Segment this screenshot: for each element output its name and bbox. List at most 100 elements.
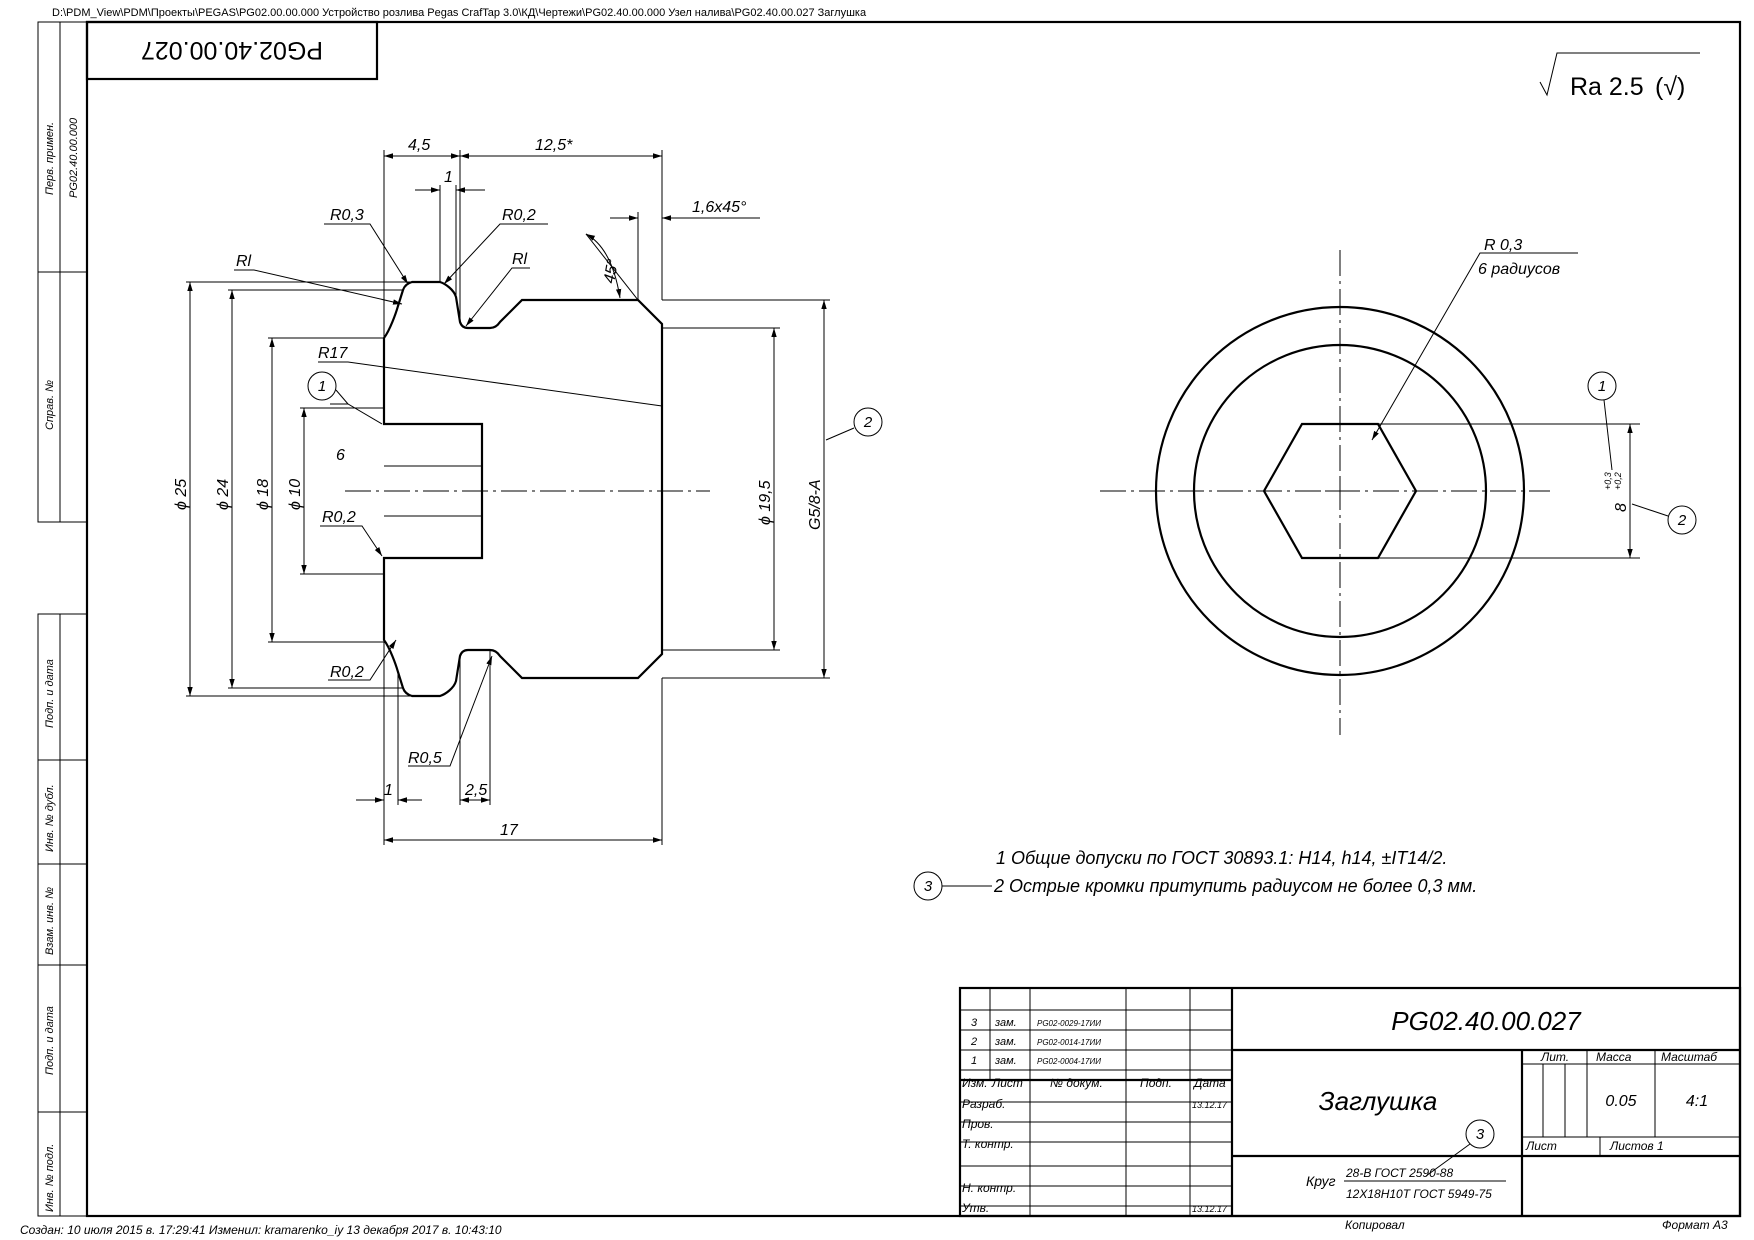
technical-notes: 1 Общие допуски по ГОСТ 30893.1: H14, h1… xyxy=(913,848,1477,901)
svg-text:Дата: Дата xyxy=(1192,1076,1226,1090)
svg-text:(√): (√) xyxy=(1655,73,1685,101)
rev-2-kind: зам. xyxy=(994,1036,1017,1048)
svg-text:R0,2: R0,2 xyxy=(322,509,356,526)
svg-text:Листов 1: Листов 1 xyxy=(1609,1139,1664,1153)
svg-text:0.05: 0.05 xyxy=(1605,1093,1636,1110)
strip-inv-dubl: Инв. № дубл. xyxy=(44,784,56,852)
rev-1-num: 1 xyxy=(971,1055,977,1067)
svg-text:13.12.17: 13.12.17 xyxy=(1192,1100,1228,1110)
svg-text:Ra 2.5: Ra 2.5 xyxy=(1570,73,1644,101)
mirrored-code-box: PG02.40.00.027 xyxy=(85,20,379,81)
strip-perv: Перв. примен. xyxy=(44,122,56,195)
sheet-frame xyxy=(85,20,1742,1218)
svg-text:R17: R17 xyxy=(318,345,348,362)
strip-podp-data-2: Подп. и дата xyxy=(44,1006,56,1075)
title-name: Заглушка xyxy=(1319,1086,1438,1116)
svg-text:3: 3 xyxy=(1476,1126,1485,1143)
radius-leaders: R0,3 R0,2 Rl Rl R17 R0,2 R0,2 R0,5 6 xyxy=(234,207,663,767)
balloon-2b: 2 xyxy=(1631,503,1697,535)
balloon-1b: 1 xyxy=(1587,371,1617,471)
svg-text:Масштаб: Масштаб xyxy=(1661,1050,1718,1064)
svg-text:R0,3: R0,3 xyxy=(330,207,364,224)
strip-sprav: Справ. № xyxy=(44,380,56,430)
roughness-symbol: Ra 2.5 (√) xyxy=(1539,52,1700,101)
svg-text:Лист: Лист xyxy=(991,1076,1023,1090)
left-strip: Перв. примен. PG02.40.00.000 Справ. № По… xyxy=(37,21,88,1217)
svg-text:2: 2 xyxy=(863,414,873,431)
svg-text:Изм.: Изм. xyxy=(962,1076,988,1090)
svg-text:12,5*: 12,5* xyxy=(535,137,573,154)
length-dimensions: 4,5 12,5* 1 1,6x45° 45° 1 2,5 17 xyxy=(356,137,760,845)
svg-text:R0,2: R0,2 xyxy=(502,207,536,224)
svg-text:R 0,3: R 0,3 xyxy=(1484,237,1522,254)
svg-text:Rl: Rl xyxy=(512,251,528,268)
rev-2-num: 2 xyxy=(970,1036,977,1048)
rev-1-doc: PG02-0004-17ИИ xyxy=(1037,1057,1101,1066)
svg-text:1: 1 xyxy=(1598,378,1606,395)
svg-text:PG02.40.00.027: PG02.40.00.027 xyxy=(141,36,323,64)
svg-text:6 радиусов: 6 радиусов xyxy=(1478,261,1560,278)
svg-text:G5/8-A: G5/8-A xyxy=(807,479,824,530)
svg-text:R0,2: R0,2 xyxy=(330,664,364,681)
file-path: D:\PDM_View\PDM\Проекты\PEGAS\PG02.00.00… xyxy=(52,7,867,19)
svg-text:8: 8 xyxy=(1613,503,1630,512)
end-view: R 0,3 6 радиусов 8 +0,3 +0,2 xyxy=(1100,237,1640,735)
svg-text:+0,3: +0,3 xyxy=(1603,472,1613,490)
svg-text:28-В ГОСТ 2590-88: 28-В ГОСТ 2590-88 xyxy=(1345,1166,1453,1180)
svg-text:ϕ 18: ϕ 18 xyxy=(255,479,272,510)
rev-2-doc: PG02-0014-17ИИ xyxy=(1037,1038,1101,1047)
svg-text:17: 17 xyxy=(500,822,519,839)
svg-text:ϕ 10: ϕ 10 xyxy=(287,479,304,510)
svg-text:1,6x45°: 1,6x45° xyxy=(692,199,747,216)
section-view xyxy=(382,280,664,698)
svg-text:12Х18Н10Т ГОСТ 5949-75: 12Х18Н10Т ГОСТ 5949-75 xyxy=(1346,1187,1492,1201)
svg-text:Rl: Rl xyxy=(236,253,252,270)
note-1: 1 Общие допуски по ГОСТ 30893.1: H14, h1… xyxy=(996,848,1447,868)
svg-text:ϕ 24: ϕ 24 xyxy=(215,479,232,510)
svg-text:ϕ 19,5: ϕ 19,5 xyxy=(757,480,774,525)
svg-text:R0,5: R0,5 xyxy=(408,750,442,767)
title-code: PG02.40.00.027 xyxy=(1391,1006,1582,1036)
svg-text:№ докум.: № докум. xyxy=(1050,1076,1103,1090)
svg-text:+0,2: +0,2 xyxy=(1613,472,1623,490)
strip-podp-data: Подп. и дата xyxy=(44,659,56,728)
svg-text:1: 1 xyxy=(384,782,393,799)
svg-text:Пров.: Пров. xyxy=(962,1117,994,1131)
title-block: 3 зам. PG02-0029-17ИИ 2 зам. PG02-0014-1… xyxy=(958,986,1742,1218)
svg-text:Подп.: Подп. xyxy=(1140,1076,1172,1090)
svg-text:Н. контр.: Н. контр. xyxy=(962,1181,1016,1195)
balloon-2a: 2 xyxy=(825,407,883,441)
svg-text:13.12.17: 13.12.17 xyxy=(1192,1204,1228,1214)
balloon-1a: 1 xyxy=(307,371,349,405)
svg-text:Т. контр.: Т. контр. xyxy=(962,1137,1014,1151)
svg-text:2,5: 2,5 xyxy=(464,782,487,799)
svg-text:4:1: 4:1 xyxy=(1686,1093,1708,1110)
note-2: 2 Острые кромки притупить радиусом не бо… xyxy=(993,876,1477,896)
strip-perv-value: PG02.40.00.000 xyxy=(68,117,80,198)
svg-text:45°: 45° xyxy=(601,257,622,284)
strip-vzam: Взам. инв. № xyxy=(44,887,56,955)
svg-text:Масса: Масса xyxy=(1596,1050,1632,1064)
footer-format: Формат A3 xyxy=(1662,1218,1728,1232)
svg-text:Разраб.: Разраб. xyxy=(962,1097,1005,1111)
strip-inv-podl: Инв. № подл. xyxy=(44,1144,56,1212)
svg-text:Лит.: Лит. xyxy=(1540,1050,1569,1064)
svg-text:ϕ 25: ϕ 25 xyxy=(173,479,190,510)
diameter-dimensions: ϕ 25 ϕ 24 ϕ 18 ϕ 10 ϕ 19,5 G5/8-A xyxy=(173,281,830,697)
svg-text:Утв.: Утв. xyxy=(961,1201,989,1215)
footer-copied: Копировал xyxy=(1345,1218,1405,1232)
svg-text:Лист: Лист xyxy=(1525,1139,1557,1153)
svg-text:2: 2 xyxy=(1677,512,1687,529)
svg-text:Круг: Круг xyxy=(1306,1173,1336,1189)
svg-text:1: 1 xyxy=(444,169,453,186)
footer-created: Создан: 10 июля 2015 в. 17:29:41 Изменил… xyxy=(20,1223,502,1237)
rev-1-kind: зам. xyxy=(994,1055,1017,1067)
rev-3-num: 3 xyxy=(971,1017,978,1029)
svg-text:1: 1 xyxy=(318,378,326,395)
svg-text:6: 6 xyxy=(336,447,345,464)
svg-text:4,5: 4,5 xyxy=(408,137,430,154)
svg-text:3: 3 xyxy=(924,878,933,895)
rev-3-doc: PG02-0029-17ИИ xyxy=(1037,1019,1101,1028)
rev-3-kind: зам. xyxy=(994,1017,1017,1029)
